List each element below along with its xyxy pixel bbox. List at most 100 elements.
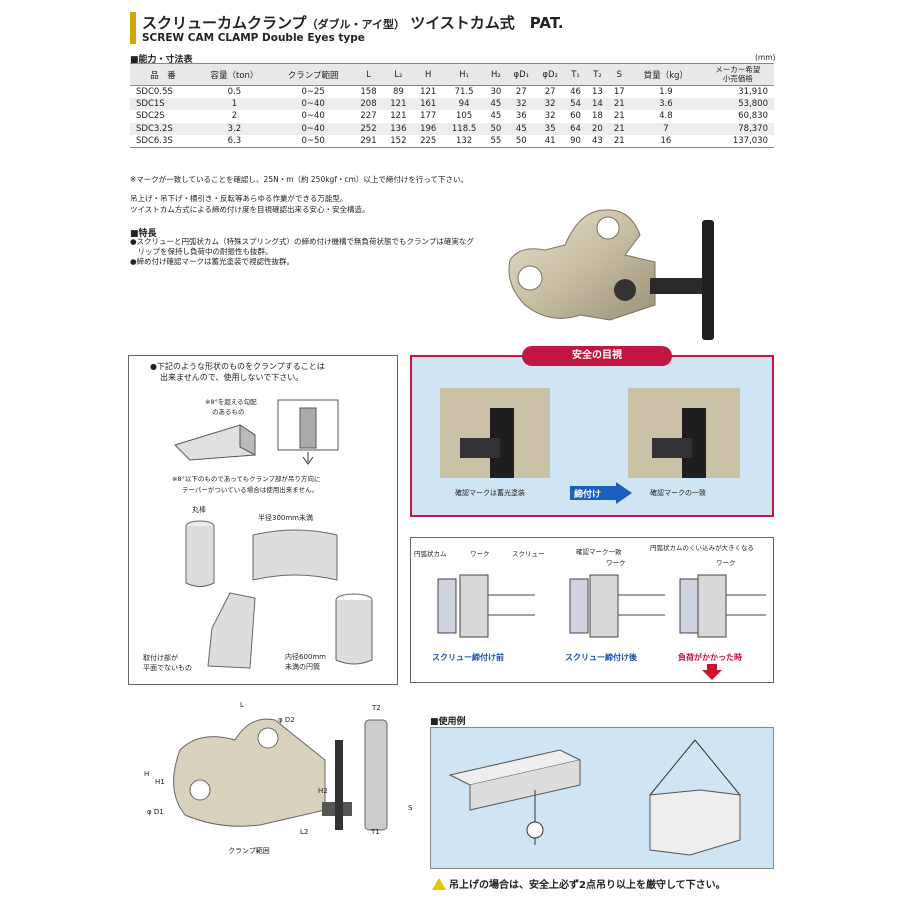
cell: 32 <box>506 97 536 111</box>
page-subtitle-en: SCREW CAM CLAMP Double Eyes type <box>142 32 365 44</box>
cell: 50 <box>506 135 536 148</box>
pipe-label-2: 未満の円筒 <box>285 663 320 671</box>
dim-clamp-range: クランプ範囲 <box>228 847 270 855</box>
cell: 18 <box>592 111 603 122</box>
cell: 45 <box>490 111 502 122</box>
cell: 3.6 <box>630 97 702 111</box>
cell: 14 <box>586 97 609 111</box>
cell: 21 <box>608 122 631 136</box>
state-before-label: スクリュー締付け前 <box>432 653 504 662</box>
state-after-label: スクリュー締付け後 <box>565 653 637 662</box>
description-line-2: ツイストカム方式による締め付け度を目視確認出来る安心・安全構造。 <box>130 205 370 214</box>
col-d2: φD₂ <box>535 63 565 86</box>
cell: 32 <box>544 111 556 122</box>
cell: 118.5 <box>443 122 485 136</box>
cell: 225 <box>413 135 444 148</box>
tighten-arrow-icon <box>570 482 632 504</box>
cell: 45 <box>506 122 536 136</box>
safety-left-caption: 確認マークは蓄光塗装 <box>455 489 525 497</box>
cell: SDC6.3S <box>130 135 197 148</box>
arc-cam-label: 円弧状カム <box>414 550 447 558</box>
cell: 78,370 <box>701 122 774 136</box>
dim-d2: φ D2 <box>278 716 295 724</box>
tighten-arrow-label: 締付け <box>574 490 602 500</box>
caution-panel <box>128 355 398 685</box>
cell: 0~50 <box>272 135 354 148</box>
col-d1: φD₁ <box>506 63 536 86</box>
cell: 71.5 <box>454 86 474 97</box>
col-h: H <box>413 63 444 86</box>
cell: 21 <box>608 135 631 148</box>
mechanism-diagram-2 <box>569 574 665 638</box>
taper-note-2: テーパーがついている場合は使用出来ません。 <box>182 486 319 494</box>
cell: 94 <box>443 97 485 111</box>
cell: 137,030 <box>701 135 774 148</box>
col-price-line1: メーカー希望 <box>715 64 761 74</box>
table-row: SDC0.5S 0.5 0~25 158 89 121 71.5 30 27 2… <box>130 86 774 98</box>
cell: 41 <box>535 135 565 148</box>
cell: 105 <box>455 111 473 122</box>
unit-label: (mm) <box>755 53 776 62</box>
cell: 17 <box>613 86 625 97</box>
usage-beam-illustration <box>448 749 582 845</box>
cell: 31,910 <box>738 86 768 97</box>
mechanism-diagram-3 <box>679 574 766 638</box>
radius-label: 半径300mm未満 <box>258 514 313 522</box>
dimension-drawing <box>173 718 388 831</box>
cell: 35 <box>535 122 565 136</box>
table-row: SDC1S 1 0~40 208 121 161 94 45 32 32 54 … <box>130 97 774 111</box>
cell: 53,800 <box>701 97 774 111</box>
curved-plate-illustration <box>252 529 338 581</box>
table-row: SDC6.3S 6.3 0~50 291 152 225 132 55 50 4… <box>130 135 774 148</box>
cell: 227 <box>360 111 377 122</box>
cell: 27 <box>515 86 527 97</box>
mechanism-panel <box>410 537 774 683</box>
cell: 21 <box>608 97 631 111</box>
table-header-row: 品 番 容量（ton） クランプ範囲 L L₂ H H₁ H₂ φD₁ φD₂ … <box>130 63 774 86</box>
taper-label-2: のあるもの <box>212 408 245 416</box>
feature-item: ●スクリューと円弧状カム（特殊スプリング式）の締め付け機構で無負荷状態でもクラン… <box>130 237 474 246</box>
bite-label: 円弧状カムのくい込みが大きくなる <box>650 544 754 552</box>
cell: 158 <box>360 86 377 97</box>
cell: 4.8 <box>659 111 673 122</box>
cell: 1 <box>196 97 273 111</box>
cell: 21 <box>613 111 625 122</box>
table-footnote: ※マークが一致していることを確認し、25N・m（約 250kgf・cm）以上で締… <box>130 175 469 184</box>
cell: SDC3.2S <box>130 122 197 136</box>
col-capacity: 容量（ton） <box>196 63 273 86</box>
caution-heading-1: ●下記のような形状のものをクランプすることは <box>150 362 325 371</box>
cell: 89 <box>392 86 404 97</box>
cell: SDC2S <box>136 111 165 122</box>
usage-frame-illustration <box>649 739 741 856</box>
cell: 46 <box>570 86 581 97</box>
cell: 36 <box>515 111 527 122</box>
cell: 1.9 <box>659 86 673 97</box>
col-price: メーカー希望 小売価格 <box>701 63 774 86</box>
cell: 54 <box>564 97 587 111</box>
cell: 196 <box>413 122 444 136</box>
col-price-line2: 小売価格 <box>722 73 753 83</box>
col-l2: L₂ <box>383 63 414 86</box>
dim-t1: T1 <box>371 828 380 836</box>
clamp-closeup-before <box>440 388 550 478</box>
cell: 30 <box>490 86 502 97</box>
cell: SDC1S <box>130 97 197 111</box>
page-title: スクリューカムクランプ（ダブル・アイ型） ツイストカム式 PAT. <box>142 14 564 32</box>
state-loaded-label: 負荷がかかった時 <box>678 653 742 662</box>
dim-s: S <box>408 804 413 812</box>
dim-t2: T2 <box>372 704 381 712</box>
cell: 0~25 <box>301 86 325 97</box>
col-s: S <box>608 63 631 86</box>
cell: 6.3 <box>196 135 273 148</box>
cell: 50 <box>484 122 507 136</box>
cell: 291 <box>353 135 384 148</box>
lifting-warning: 吊上げの場合は、安全上必ず2点吊り以上を厳守して下さい。 <box>432 876 726 891</box>
cell: 0~40 <box>301 111 325 122</box>
cell: 208 <box>353 97 384 111</box>
feature-item: ●締め付け確認マークは蓄光塗装で視認性抜群。 <box>130 257 295 266</box>
dim-h: H <box>144 770 150 778</box>
work-label-2: ワーク <box>606 559 626 567</box>
cell: 152 <box>383 135 414 148</box>
cell: 60,830 <box>738 111 768 122</box>
col-mass: 質量（kg） <box>630 63 702 86</box>
